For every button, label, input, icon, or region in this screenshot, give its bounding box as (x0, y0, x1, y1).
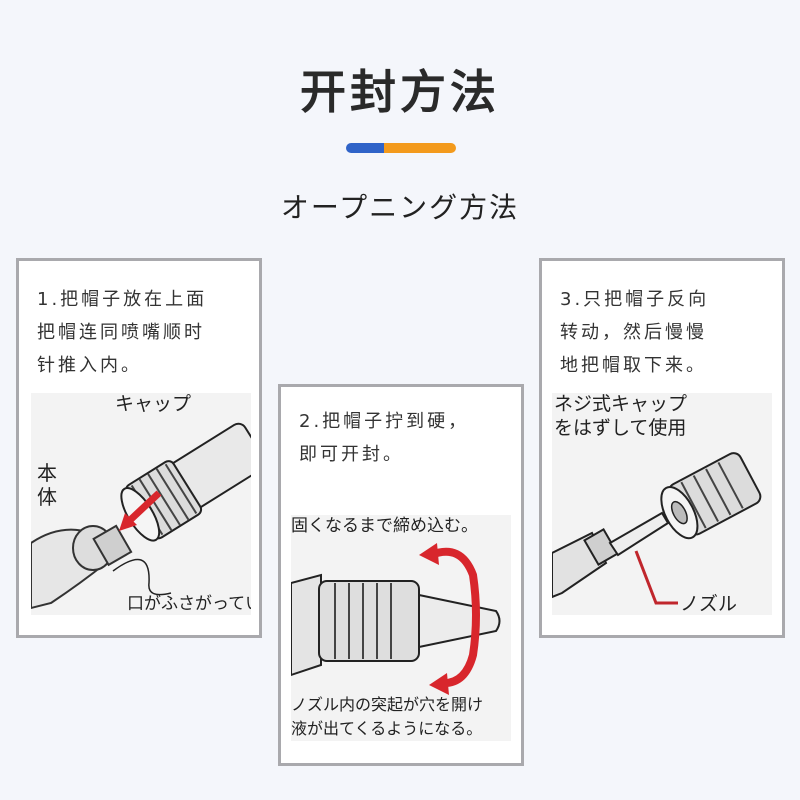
cap-label: キャップ (115, 393, 192, 415)
page-title: 开封方法 (300, 65, 500, 119)
screw-cap-label: ネジ式キャップ (554, 393, 688, 415)
accent-bar-blue (346, 143, 392, 153)
blocked-note: 口がふさがってい (127, 594, 251, 614)
step-card-3: 3.只把帽子反向 转动，然后慢慢 地把帽取下来。 ネジ式キャップ をはずして使用… (539, 258, 785, 638)
step-2-illustration: 固くなるまで締め込む。 ノズル内の突起が穴を開け 液が出てくるようになる。 (291, 515, 511, 741)
protrusion-label: ノズル内の突起が穴を開け (291, 695, 484, 714)
step-card-2: 2.把帽子拧到硬， 即可开封。 固くなるまで締め込む。 ノズル内の突起が穴を開け… (278, 384, 524, 766)
step-3-illustration: ネジ式キャップ をはずして使用 ノズル (552, 393, 772, 615)
remove-use-label: をはずして使用 (554, 417, 687, 439)
step-1-text: 1.把帽子放在上面 把帽连同喷嘴顺时 针推入内。 (37, 289, 208, 376)
tighten-label: 固くなるまで締め込む。 (291, 516, 478, 536)
step-card-1: 1.把帽子放在上面 把帽连同喷嘴顺时 针推入内。 (16, 258, 262, 638)
body-label: 本 体 (37, 461, 57, 509)
page-subtitle: オープニング方法 (280, 191, 520, 224)
accent-bar-orange (384, 143, 456, 153)
step-2-text: 2.把帽子拧到硬， 即可开封。 (299, 411, 470, 465)
liquid-label: 液が出てくるようになる。 (291, 719, 483, 738)
nozzle-label: ノズル (680, 593, 738, 615)
step-3-text: 3.只把帽子反向 转动，然后慢慢 地把帽取下来。 (560, 289, 710, 376)
step-1-illustration: キャップ 本 体 口がふさがってい (31, 393, 251, 615)
